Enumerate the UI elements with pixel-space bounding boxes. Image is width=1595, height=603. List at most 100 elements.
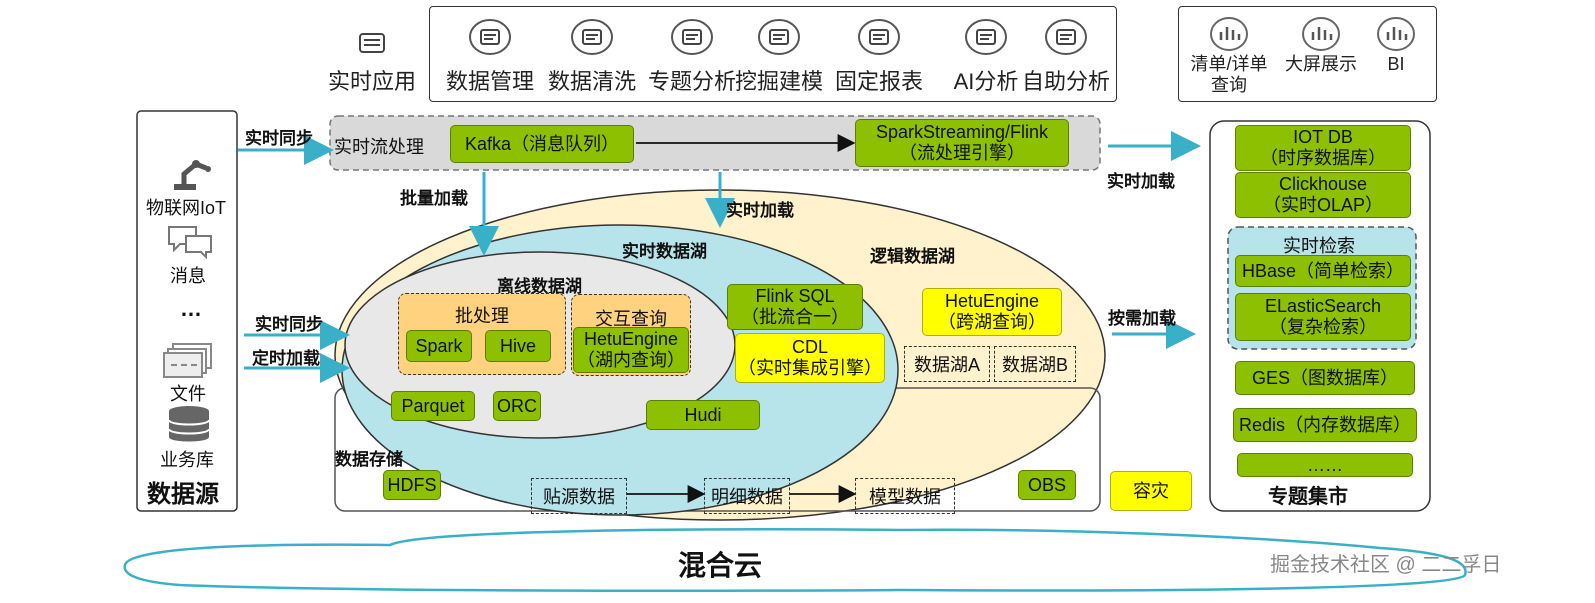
label-realtime-load-mid: 实时加载 <box>726 201 794 220</box>
lake-a-box: 数据湖A <box>904 346 990 382</box>
tool-label: 专题分析 <box>647 69 736 94</box>
raw-data-box: 贴源数据 <box>531 478 627 514</box>
label-realtime-load-right: 实时加载 <box>1107 172 1175 191</box>
parquet-label: Parquet <box>401 395 465 416</box>
label-scheduled-load: 定时加载 <box>252 349 320 368</box>
hbase-box: HBase（简单检索） <box>1235 255 1411 287</box>
interactive-title: 交互查询 <box>595 309 667 329</box>
topic-analysis-icon <box>671 19 713 55</box>
hive-box: Hive <box>485 330 551 362</box>
iotdb-line1: IOT DB <box>1293 127 1353 147</box>
stream-title: 实时流处理 <box>334 137 424 157</box>
self-service-analysis-icon <box>1045 19 1087 55</box>
realtime-app: 实时应用 <box>322 22 422 94</box>
presentation-list-query: 清单/详单 查询 <box>1183 14 1275 100</box>
cdl-line1: CDL <box>791 337 828 357</box>
big-screen-icon <box>1302 17 1340 51</box>
tool-ai-analysis: AI分析 <box>936 16 1036 96</box>
spark-flink-line2: （流处理引擎） <box>899 143 1025 163</box>
orc-label: ORC <box>497 395 537 416</box>
label-realtime-sync: 实时同步 <box>255 315 323 334</box>
data-cleaning-icon <box>571 19 613 55</box>
presentation-bi: BI <box>1362 14 1430 100</box>
iotdb-box: IOT DB （时序数据库） <box>1235 125 1411 171</box>
hudi-box: Hudi <box>646 400 760 430</box>
flink-sql-line1: Flink SQL <box>755 286 835 306</box>
lake-b-box: 数据湖B <box>994 346 1076 382</box>
obs-label: OBS <box>1027 474 1066 495</box>
elasticsearch-line2: （复杂检索） <box>1269 317 1377 337</box>
batch-title: 批处理 <box>455 306 509 326</box>
clickhouse-line1: Clickhouse <box>1278 174 1368 194</box>
mart-title: 专题集市 <box>1268 486 1348 508</box>
tool-label: 挖掘建模 <box>734 69 823 94</box>
tool-label: 数据管理 <box>445 69 534 94</box>
database-icon <box>168 406 210 442</box>
hybrid-cloud-ring <box>123 528 1467 593</box>
disaster-recovery-label: 容灾 <box>1133 480 1169 501</box>
hbase-label: HBase（简单检索） <box>1241 260 1405 281</box>
obs-box: OBS <box>1018 470 1076 500</box>
cdl-line2: （实时集成引擎） <box>738 358 882 378</box>
redis-label: Redis（内存数据库） <box>1238 414 1412 435</box>
mining-modeling-icon <box>758 19 800 55</box>
hetu-cross-line1: HetuEngine <box>944 291 1040 311</box>
tool-label: 数据清洗 <box>547 69 636 94</box>
file-icon <box>163 343 212 378</box>
hybrid-cloud-title: 混合云 <box>678 550 763 581</box>
presentation-label: 大屏展示 <box>1285 54 1357 74</box>
datasource-title: 数据源 <box>147 481 219 508</box>
kafka-box: Kafka（消息队列） <box>450 125 634 163</box>
spark-flink-line1: SparkStreaming/Flink <box>875 122 1049 142</box>
presentation-big-screen: 大屏展示 <box>1278 14 1364 100</box>
raw-data-label: 贴源数据 <box>543 487 615 507</box>
offline-lake-title: 离线数据湖 <box>497 277 582 296</box>
model-data-label: 模型数据 <box>869 487 941 507</box>
disaster-recovery-box: 容灾 <box>1110 471 1192 511</box>
detail-data-box: 明细数据 <box>704 478 790 514</box>
presentation-label: 清单/详单 查询 <box>1190 54 1268 95</box>
hdfs-box: HDFS <box>383 470 441 500</box>
cdl-box: CDL （实时集成引擎） <box>735 333 885 383</box>
spark-label: Spark <box>415 335 463 356</box>
presentation-label: BI <box>1387 54 1405 74</box>
spark-flink-box: SparkStreaming/Flink （流处理引擎） <box>855 119 1069 167</box>
tool-data-management: 数据管理 <box>440 16 540 96</box>
detail-data-label: 明细数据 <box>711 487 783 507</box>
tool-self-service-analysis: 自助分析 <box>1016 16 1116 96</box>
logical-lake-title: 逻辑数据湖 <box>870 247 955 266</box>
tool-label: 固定报表 <box>834 69 923 94</box>
tool-label: AI分析 <box>953 69 1019 94</box>
message-icon <box>168 226 212 260</box>
datasource-frame <box>136 110 238 512</box>
ai-analysis-icon <box>965 19 1007 55</box>
model-data-box: 模型数据 <box>855 478 955 514</box>
iotdb-line2: （时序数据库） <box>1260 148 1386 168</box>
tool-mining-modeling: 挖掘建模 <box>729 16 829 96</box>
realtime-app-icon <box>359 33 385 53</box>
kafka-label: Kafka（消息队列） <box>464 133 620 154</box>
clickhouse-line2: （实时OLAP） <box>1262 195 1384 215</box>
tool-data-cleaning: 数据清洗 <box>542 16 642 96</box>
realtime-app-label: 实时应用 <box>327 69 416 94</box>
redis-box: Redis（内存数据库） <box>1233 408 1417 442</box>
data-management-icon <box>469 19 511 55</box>
more-box: …… <box>1237 453 1413 477</box>
clickhouse-box: Clickhouse （实时OLAP） <box>1235 172 1411 218</box>
lake-a-label: 数据湖A <box>913 355 980 375</box>
hetu-in-line1: HetuEngine <box>583 329 679 349</box>
label-batch-load: 批量加载 <box>400 189 468 208</box>
spark-box: Spark <box>406 330 472 362</box>
fixed-report-icon <box>858 19 900 55</box>
flink-sql-line2: （批流合一） <box>741 307 849 327</box>
flink-sql-box: Flink SQL （批流合一） <box>727 284 863 330</box>
more-label: …… <box>1307 454 1343 475</box>
orc-box: ORC <box>493 391 541 421</box>
ges-label: GES（图数据库） <box>1251 367 1398 388</box>
hdfs-label: HDFS <box>387 474 437 495</box>
elasticsearch-box: ELasticSearch （复杂检索） <box>1235 293 1411 341</box>
parquet-box: Parquet <box>391 391 475 421</box>
hetu-in-box: HetuEngine （湖内查询） <box>573 327 689 373</box>
hetu-cross-line2: （跨湖查询） <box>938 312 1046 332</box>
hetu-cross-box: HetuEngine （跨湖查询） <box>922 288 1062 336</box>
